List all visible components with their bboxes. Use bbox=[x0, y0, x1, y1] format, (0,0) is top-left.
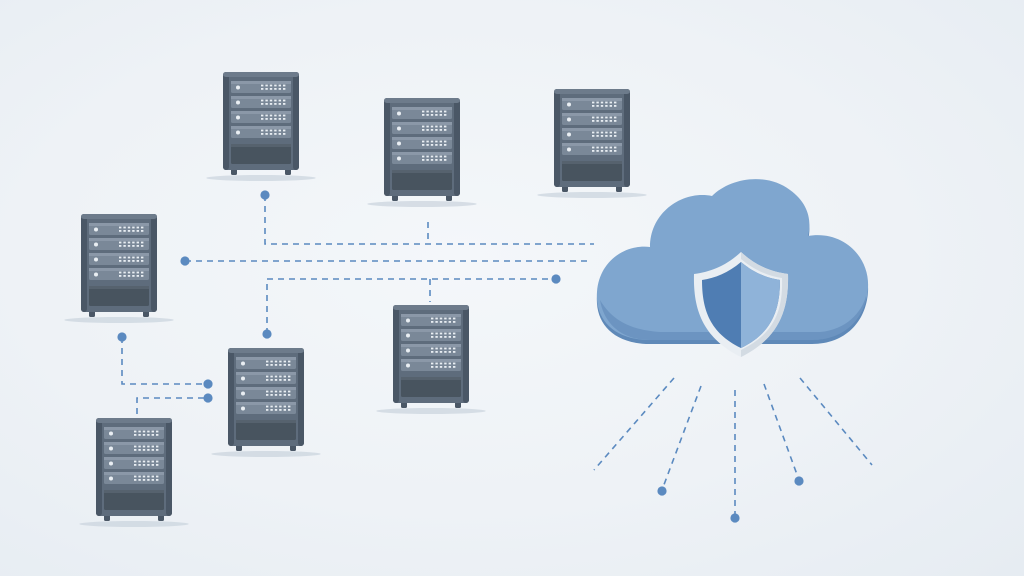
server-7-server-rack-icon bbox=[79, 418, 189, 527]
server-2-server-rack-icon bbox=[367, 98, 477, 207]
connector-endpoint-dot-4 bbox=[262, 329, 272, 339]
connector-endpoint-dot-7 bbox=[203, 393, 213, 403]
server-5-server-rack-icon bbox=[376, 305, 486, 414]
dashed-connector-7 bbox=[136, 397, 208, 414]
connector-endpoint-dot-9 bbox=[730, 513, 740, 523]
servers-layer bbox=[64, 72, 647, 527]
connector-endpoint-dot-3 bbox=[551, 274, 561, 284]
connector-endpoint-dot-2 bbox=[180, 256, 190, 266]
connector-endpoint-dot-1 bbox=[260, 190, 270, 200]
connector-endpoint-dot-6 bbox=[203, 379, 213, 389]
server-6-server-rack-icon bbox=[211, 348, 321, 457]
connector-endpoint-dot-5 bbox=[117, 332, 127, 342]
connectors-layer bbox=[117, 190, 873, 523]
shield-shield-icon bbox=[693, 252, 789, 357]
connector-endpoint-dot-10 bbox=[794, 476, 804, 486]
dashed-connector-11 bbox=[763, 383, 800, 481]
connector-endpoint-dot-8 bbox=[657, 486, 667, 496]
dashed-connector-8 bbox=[593, 377, 675, 471]
server-4-server-rack-icon bbox=[64, 214, 174, 323]
cloud-layer bbox=[596, 179, 869, 357]
dashed-connector-1 bbox=[264, 195, 594, 245]
server-1-server-rack-icon bbox=[206, 72, 316, 181]
dashed-connector-6 bbox=[121, 337, 208, 385]
dashed-connector-9 bbox=[661, 385, 702, 491]
dashed-connector-12 bbox=[799, 377, 873, 466]
server-3-server-rack-icon bbox=[537, 89, 647, 198]
dashed-connector-4 bbox=[266, 278, 556, 334]
